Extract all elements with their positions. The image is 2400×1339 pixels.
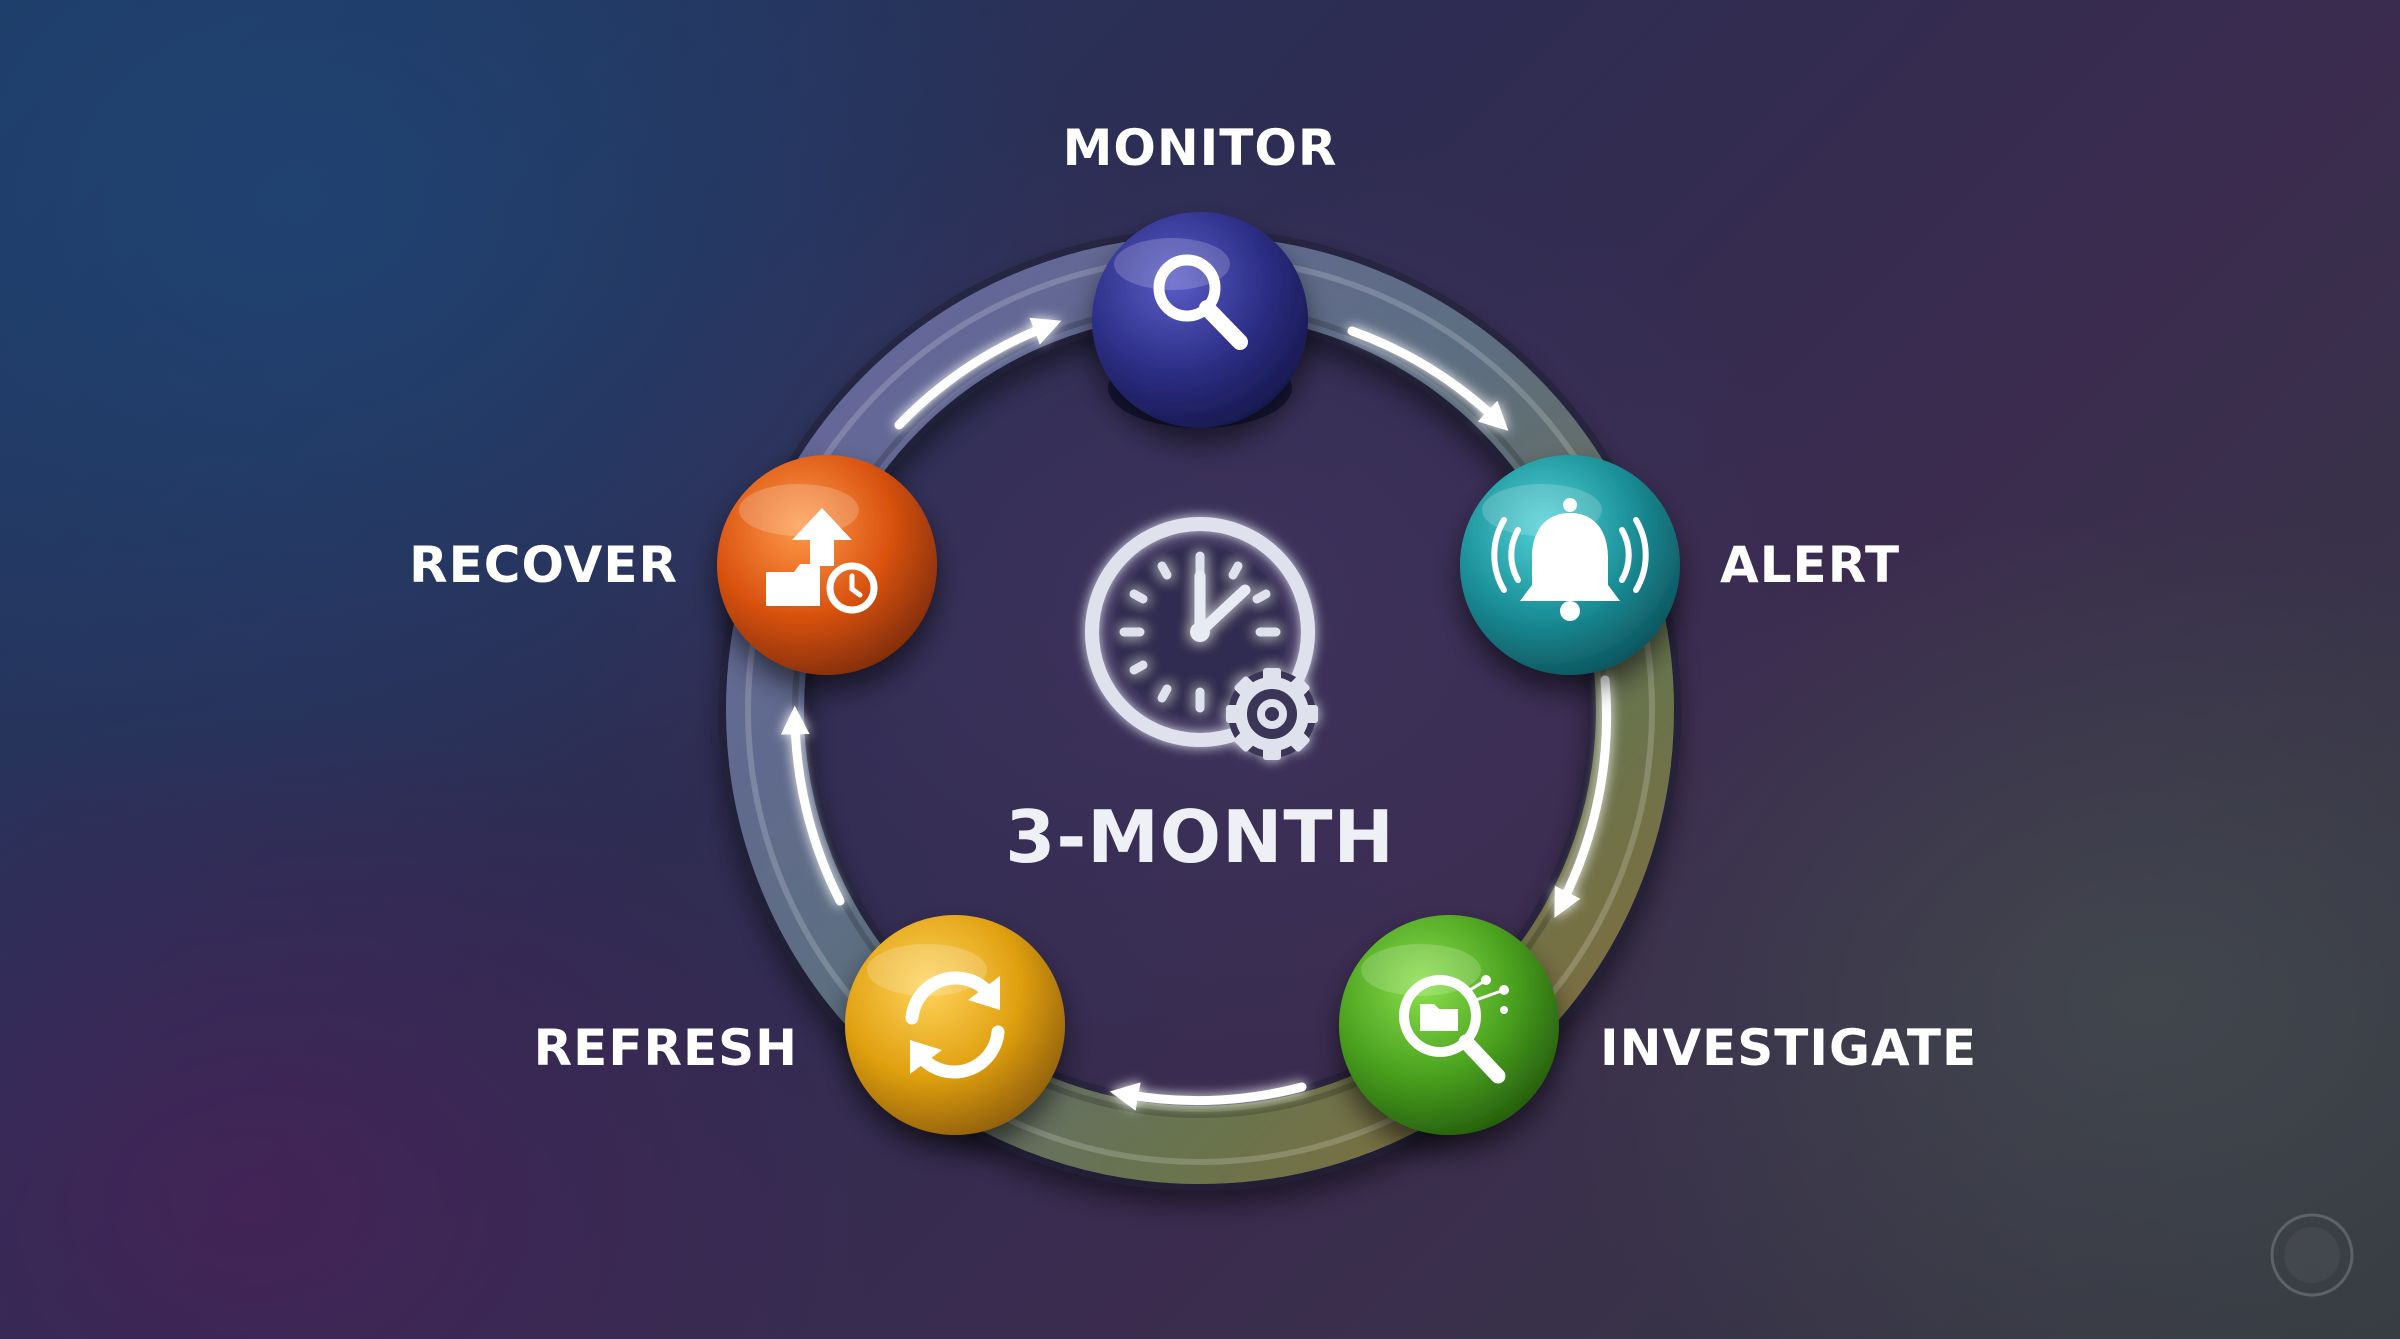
flow-arrows xyxy=(780,317,1612,1111)
stage-label-monitor: MONITOR xyxy=(1063,119,1338,177)
watermark-seal-icon xyxy=(2270,1213,2354,1297)
arrow-recover-to-monitor xyxy=(894,317,1062,430)
stage-refresh: REFRESH xyxy=(534,915,1065,1135)
stage-monitor: MONITOR xyxy=(1063,119,1338,428)
stage-recover: RECOVER xyxy=(409,455,937,675)
center-clock: 3-MONTH xyxy=(1005,517,1394,879)
restore-icon xyxy=(766,508,878,614)
stage-alert: ALERT xyxy=(1460,455,1900,675)
stage-label-alert: ALERT xyxy=(1720,536,1900,594)
arrow-alert-to-investigate xyxy=(1554,675,1612,918)
stage-label-investigate: INVESTIGATE xyxy=(1600,1019,1977,1077)
stage-label-refresh: REFRESH xyxy=(534,1019,798,1077)
magnifier-icon xyxy=(1153,254,1248,350)
bell-icon xyxy=(1491,498,1649,621)
folder-search-icon xyxy=(1399,975,1509,1084)
center-label: 3-MONTH xyxy=(1005,795,1394,879)
stage-label-recover: RECOVER xyxy=(409,536,678,594)
arrow-refresh-to-recover xyxy=(780,705,845,906)
arrow-monitor-to-alert xyxy=(1347,326,1509,431)
clock-gear-icon xyxy=(1085,517,1318,760)
arrow-investigate-to-refresh xyxy=(1109,1082,1307,1111)
refresh-icon xyxy=(905,971,1005,1079)
stage-investigate: INVESTIGATE xyxy=(1339,915,1977,1135)
